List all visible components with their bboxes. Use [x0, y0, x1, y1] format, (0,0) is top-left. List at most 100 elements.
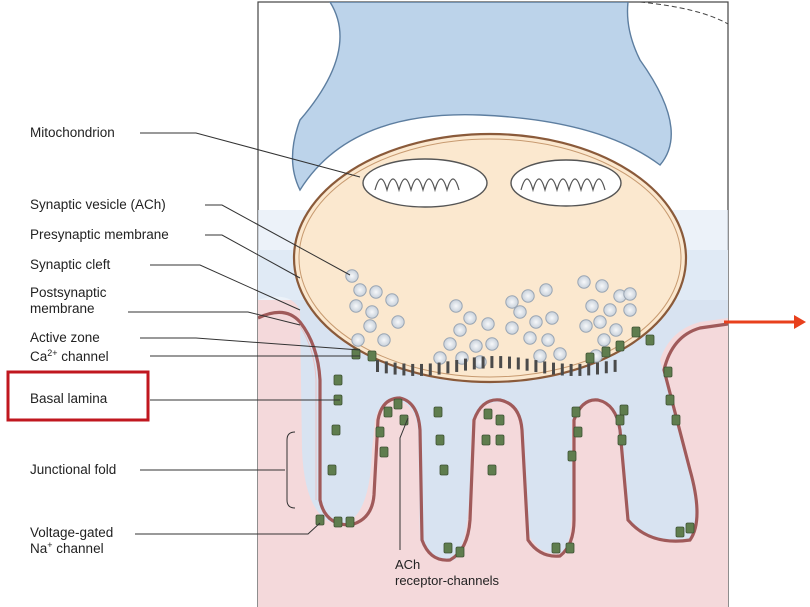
channel-protein: [686, 523, 694, 533]
synaptic-vesicle: [624, 304, 636, 316]
synaptic-vesicle: [482, 318, 494, 330]
synaptic-vesicle: [586, 300, 598, 312]
synaptic-vesicle: [546, 312, 558, 324]
channel-protein: [436, 435, 444, 445]
synaptic-vesicle: [580, 320, 592, 332]
channel-protein: [620, 405, 628, 415]
synaptic-vesicle: [378, 334, 390, 346]
label-postsynaptic-membrane-1: Postsynaptic: [30, 285, 107, 300]
synaptic-vesicle: [350, 300, 362, 312]
channel-protein: [376, 427, 384, 437]
channel-protein: [646, 335, 654, 345]
mitochondrion-shape-2: [511, 160, 621, 206]
diagram-panel: [258, 2, 728, 607]
active-zone-density: [482, 357, 485, 369]
channel-protein: [496, 415, 504, 425]
channel-protein: [456, 547, 464, 557]
active-zone-density: [543, 361, 546, 373]
channel-protein: [384, 407, 392, 417]
synaptic-vesicle: [346, 270, 358, 282]
synaptic-vesicle: [450, 300, 462, 312]
active-zone-density: [526, 359, 529, 371]
active-zone-density: [561, 364, 564, 376]
active-zone-density: [438, 363, 441, 375]
label-na-channel-1: Voltage-gated: [30, 525, 113, 540]
channel-protein: [566, 543, 574, 553]
mitochondrion-shape: [363, 159, 487, 207]
channel-protein: [434, 407, 442, 417]
channel-protein: [632, 327, 640, 337]
label-active-zone: Active zone: [30, 330, 100, 345]
active-zone-density: [570, 364, 573, 376]
synaptic-vesicle: [604, 304, 616, 316]
channel-protein: [586, 353, 594, 363]
synaptic-vesicle: [522, 290, 534, 302]
synaptic-vesicle: [542, 334, 554, 346]
channel-protein: [488, 465, 496, 475]
active-zone-density: [464, 359, 467, 371]
label-mitochondrion: Mitochondrion: [30, 125, 115, 140]
label-ach-receptor-2: receptor-channels: [395, 573, 500, 588]
synaptic-vesicle: [524, 332, 536, 344]
synaptic-vesicle: [598, 334, 610, 346]
active-zone-density: [552, 363, 555, 375]
synaptic-vesicle: [386, 294, 398, 306]
active-zone-density: [385, 361, 388, 373]
active-zone-density: [578, 364, 581, 376]
channel-protein: [332, 425, 340, 435]
synaptic-vesicle: [506, 296, 518, 308]
channel-protein: [552, 543, 560, 553]
channel-protein: [334, 517, 342, 527]
channel-protein: [602, 347, 610, 357]
active-zone-density: [446, 361, 449, 373]
synaptic-vesicle: [530, 316, 542, 328]
channel-protein: [496, 435, 504, 445]
active-zone-density: [394, 363, 397, 375]
channel-protein: [666, 395, 674, 405]
synaptic-vesicle: [486, 338, 498, 350]
active-zone-density: [376, 360, 379, 372]
label-synaptic-cleft: Synaptic cleft: [30, 257, 111, 272]
channel-protein: [380, 447, 388, 457]
label-postsynaptic-membrane-2: membrane: [30, 301, 95, 316]
synaptic-vesicle: [540, 284, 552, 296]
channel-protein: [672, 415, 680, 425]
active-zone-density: [499, 356, 502, 368]
synaptic-vesicle: [454, 324, 466, 336]
channel-protein: [572, 407, 580, 417]
channel-protein: [328, 465, 336, 475]
synaptic-vesicle: [594, 316, 606, 328]
active-zone-density: [490, 356, 493, 368]
synaptic-vesicle: [354, 284, 366, 296]
active-zone-density: [614, 360, 617, 372]
active-zone-density: [411, 364, 414, 376]
label-basal-lamina: Basal lamina: [30, 391, 108, 406]
active-zone-density: [596, 362, 599, 374]
active-zone-density: [429, 363, 432, 375]
active-zone-density: [587, 363, 590, 375]
synaptic-vesicle: [554, 348, 566, 360]
active-zone-density: [420, 364, 423, 376]
synaptic-vesicle: [578, 276, 590, 288]
active-zone-density: [455, 360, 458, 372]
channel-protein: [394, 399, 402, 409]
active-zone-density: [534, 360, 537, 372]
synaptic-vesicle: [506, 322, 518, 334]
synaptic-vesicle: [624, 288, 636, 300]
channel-protein: [334, 375, 342, 385]
channel-protein: [616, 341, 624, 351]
synaptic-vesicle: [434, 352, 446, 364]
channel-protein: [346, 517, 354, 527]
channel-protein: [440, 465, 448, 475]
synaptic-vesicle: [470, 340, 482, 352]
active-zone-density: [402, 363, 405, 375]
channel-protein: [676, 527, 684, 537]
active-zone-density: [508, 357, 511, 369]
synaptic-vesicle: [610, 324, 622, 336]
channel-protein: [616, 415, 624, 425]
channel-protein: [352, 349, 360, 359]
synaptic-vesicle: [370, 286, 382, 298]
active-zone-density: [473, 357, 476, 369]
channel-protein: [568, 451, 576, 461]
